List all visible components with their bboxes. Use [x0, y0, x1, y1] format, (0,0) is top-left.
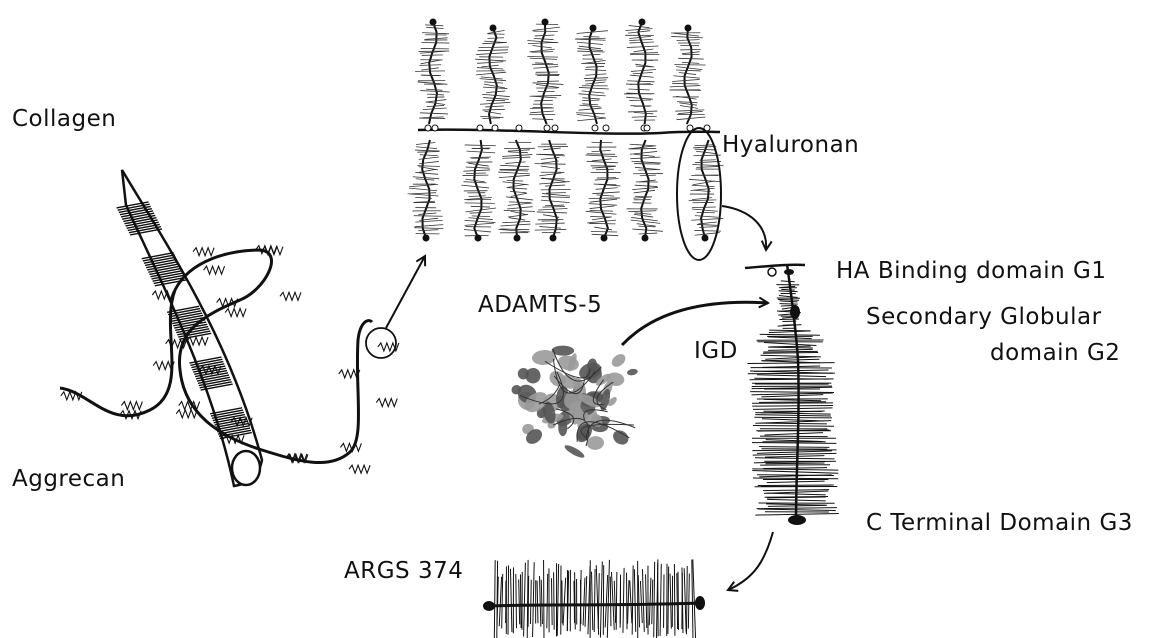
g3-domain-mark: [788, 515, 806, 525]
aggrecan-label: Aggrecan: [12, 466, 125, 492]
hyaluronan-label: Hyaluronan: [722, 132, 859, 158]
hyaluronan-aggregate: [408, 19, 724, 261]
detail-arrow: [722, 206, 766, 250]
g1-domain-mark: [784, 269, 794, 275]
adamts5-label: ADAMTS-5: [478, 292, 602, 318]
igd-label: IGD: [694, 338, 738, 364]
collagen-fibril: [117, 170, 262, 486]
g2-domain-mark: [790, 305, 800, 319]
ha-binding-domain-label: HA Binding domain G1: [836, 258, 1106, 284]
args-fragment: [483, 559, 705, 638]
g3-domain-label: C Terminal Domain G3: [866, 510, 1133, 536]
cleavage-arrow: [728, 532, 773, 590]
args-374-label: ARGS 374: [344, 558, 463, 584]
g2-domain-label-line1: Secondary Globular: [866, 304, 1102, 330]
collagen-label: Collagen: [12, 106, 116, 132]
adamts5-protein-structure: [510, 345, 639, 459]
zoom-arrow: [386, 256, 425, 328]
g2-domain-label-line2: domain G2: [990, 340, 1120, 366]
